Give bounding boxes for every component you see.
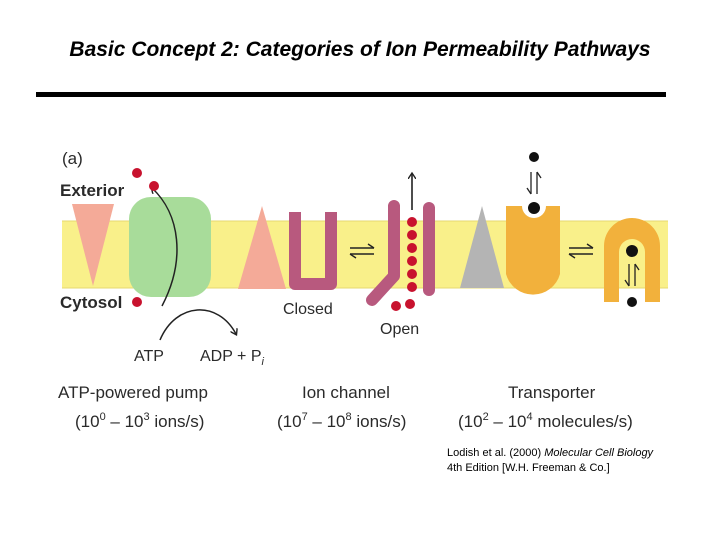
pump-left-cone (72, 204, 114, 286)
transporter-outward-state (506, 206, 560, 295)
ion-dot (407, 282, 417, 292)
transporter-rate: (102 – 104 molecules/s) (458, 411, 633, 431)
open-label: Open (380, 321, 419, 338)
citation-book-title: Molecular Cell Biology (544, 447, 654, 459)
channel-name: Ion channel (302, 383, 390, 402)
molecule-dot (529, 152, 539, 162)
open-channel-left-wall (366, 200, 400, 306)
closed-channel (289, 212, 337, 290)
ion-dot (407, 256, 417, 266)
channel-rate: (107 – 108 ions/s) (277, 411, 406, 431)
citation: Lodish et al. (2000) Molecular Cell Biol… (447, 446, 653, 476)
panel-label: (a) (62, 149, 83, 168)
slide-title: Basic Concept 2: Categories of Ion Perme… (69, 38, 651, 61)
pump-right-cone (238, 206, 286, 289)
adp-pi-label: ADP + Pi (200, 348, 265, 368)
exterior-label: Exterior (60, 181, 125, 200)
molecule-dot (626, 245, 638, 257)
atp-label: ATP (134, 348, 164, 365)
title-rule (36, 92, 666, 97)
gray-cone (460, 206, 504, 288)
equilibrium-arrows (349, 243, 375, 259)
closed-label: Closed (283, 301, 333, 318)
ion-dot (149, 181, 159, 191)
ion-channel: Closed Open (283, 174, 435, 338)
ion-dot (132, 168, 142, 178)
ion-dot (405, 299, 415, 309)
ion-dot (407, 269, 417, 279)
atp-pump: ATP ADP + Pi (72, 168, 286, 368)
molecule-dot (627, 297, 637, 307)
pump-rate: (100 – 103 ions/s) (75, 411, 204, 431)
atp-hydrolysis-arrow (159, 309, 236, 341)
citation-line-1: Lodish et al. (2000) Molecular Cell Biol… (447, 447, 654, 459)
cytosol-label: Cytosol (60, 293, 122, 312)
equilibrium-arrows (568, 243, 594, 259)
pump-name: ATP-powered pump (58, 383, 208, 402)
ion-dot (407, 217, 417, 227)
transporter (460, 152, 660, 307)
ion-dot (391, 301, 401, 311)
pump-transport-arrow (152, 188, 178, 307)
ion-dot (132, 297, 142, 307)
ion-dot (407, 230, 417, 240)
transporter-name: Transporter (508, 383, 596, 402)
transporter-inward-state (604, 218, 660, 302)
pump-body (129, 197, 211, 297)
equilibrium-arrows (526, 171, 542, 195)
citation-line-2: 4th Edition [W.H. Freeman & Co.] (447, 462, 610, 474)
equilibrium-arrows (624, 263, 640, 287)
ion-dot (407, 243, 417, 253)
molecule-dot (528, 202, 540, 214)
